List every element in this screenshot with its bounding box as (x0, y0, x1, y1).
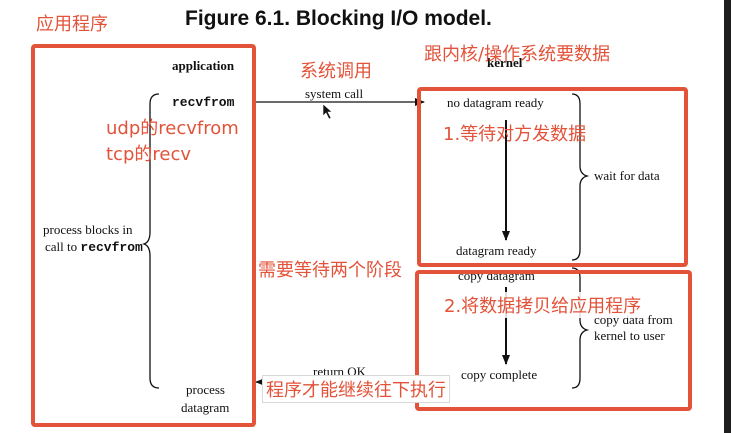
wait-for-data-label: wait for data (594, 168, 660, 183)
recvfrom-label: recvfrom (172, 95, 235, 110)
process-label: process (186, 382, 225, 397)
copy-data-line2: kernel to user (594, 328, 665, 343)
annotation-app-program: 应用程序 (36, 14, 108, 35)
process-blocks-line1: process blocks in (43, 222, 133, 237)
figure-title: Figure 6.1. Blocking I/O model. (185, 7, 492, 30)
window-edge (724, 0, 731, 433)
annotation-syscall: 系统调用 (300, 61, 372, 82)
system-call-label: system call (305, 86, 364, 101)
recvfrom-inline: recvfrom (80, 240, 143, 255)
annotation-copy-to-app: 2.将数据拷贝给应用程序 (444, 292, 642, 318)
application-highlight-box (31, 44, 256, 427)
annotation-wait-peer: 1.等待对方发数据 (443, 124, 587, 145)
annotation-tcp-recv: tcp的recv (106, 144, 192, 165)
wait-phase-highlight-box (417, 87, 688, 267)
no-datagram-ready-label: no datagram ready (447, 95, 544, 110)
datagram-label: datagram (181, 400, 230, 415)
mouse-cursor-icon (322, 103, 333, 120)
application-brace (141, 93, 160, 389)
application-column-header: application (172, 58, 235, 73)
datagram-ready-label: datagram ready (456, 243, 537, 258)
annotation-two-phases: 需要等待两个阶段 (258, 260, 402, 281)
kernel-column-header: kernel (487, 55, 523, 70)
annotation-udp-recvfrom: udp的recvfrom (106, 118, 239, 139)
annotation-continue-exec: 程序才能继续往下执行 (262, 375, 450, 403)
call-to-text: call to (45, 239, 81, 254)
copy-phase-highlight-box (415, 270, 692, 411)
annotation-ask-kernel: 跟内核/操作系统要数据 (424, 44, 611, 65)
wait-brace (571, 93, 590, 261)
process-blocks-line2: call to recvfrom (45, 239, 143, 255)
copy-complete-label: copy complete (461, 367, 538, 382)
